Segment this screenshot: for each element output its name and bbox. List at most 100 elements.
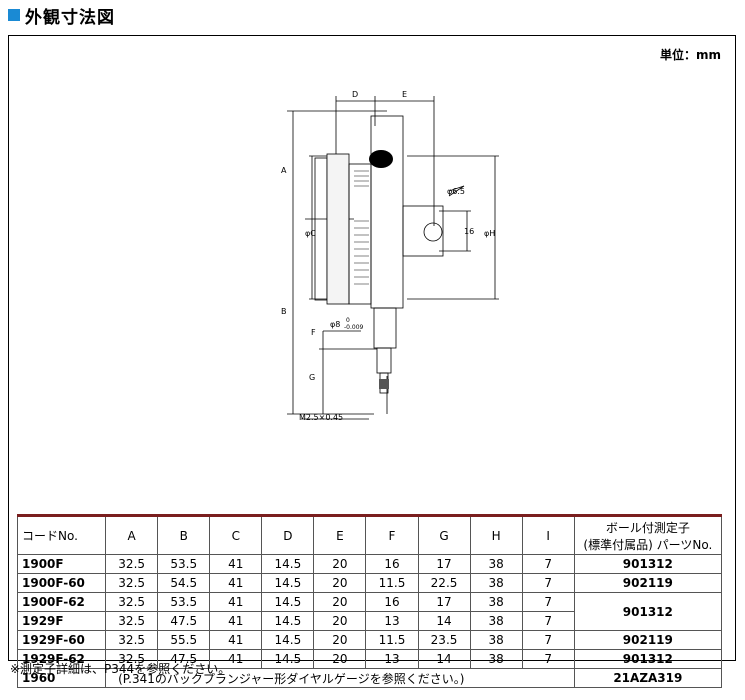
cell-e: 20 <box>313 649 367 669</box>
cell-d: 14.5 <box>261 554 315 574</box>
cell-part: 902119 <box>573 573 723 593</box>
dimension-drawing: D E A B φC φH φ6.5 16 φ8 0 -0.009 F G M2… <box>281 90 499 422</box>
cell-code: 1929F-60 <box>16 630 107 650</box>
cell-i: 7 <box>521 649 575 669</box>
header-i: I <box>521 515 575 555</box>
header-d: D <box>261 515 315 555</box>
cell-note: (P.341のバックプランジャー形ダイヤルゲージを参照ください。) <box>105 668 575 688</box>
cell-part: 901312 <box>573 649 723 669</box>
cell-d: 14.5 <box>261 649 315 669</box>
table-header-row: コードNo. A B C D E F G H I ボール付測定子 (標準付属品)… <box>16 515 723 555</box>
cell-a: 32.5 <box>105 592 159 612</box>
cell-a: 32.5 <box>105 573 159 593</box>
cell-d: 14.5 <box>261 573 315 593</box>
dim-label-d: D <box>352 90 358 99</box>
dimension-frame: 単位：mm <box>8 35 736 688</box>
cell-a: 32.5 <box>105 630 159 650</box>
cell-code: 1960 <box>16 668 107 688</box>
cell-e: 20 <box>313 630 367 650</box>
dim-label-phi65: φ6.5 <box>447 187 465 196</box>
cell-c: 41 <box>209 649 263 669</box>
cell-part: 21AZA319 <box>573 668 723 688</box>
cell-e: 20 <box>313 554 367 574</box>
dim-label-phi8: φ8 <box>330 320 340 329</box>
section-title: 外観寸法図 <box>25 7 115 28</box>
dim-label-16: 16 <box>464 227 474 236</box>
dim-label-e: E <box>402 90 407 99</box>
cell-h: 38 <box>469 630 523 650</box>
cell-i: 7 <box>521 573 575 593</box>
header-part: ボール付測定子 (標準付属品) パーツNo. <box>573 515 723 555</box>
cell-code: 1900F-60 <box>16 573 107 593</box>
dim-label-g: G <box>309 373 315 382</box>
cell-g: 22.5 <box>417 573 471 593</box>
cell-b: 53.5 <box>157 554 211 574</box>
cell-i: 7 <box>521 630 575 650</box>
cell-a: 32.5 <box>105 554 159 574</box>
cell-code: 1900F-62 <box>16 592 107 612</box>
header-code: コードNo. <box>16 515 107 555</box>
cell-c: 41 <box>209 611 263 631</box>
cell-code: 1929F-62 <box>16 649 107 669</box>
cell-c: 41 <box>209 573 263 593</box>
cell-d: 14.5 <box>261 592 315 612</box>
cell-f: 13 <box>365 611 419 631</box>
table-row: 1900F 32.5 53.5 41 14.5 20 16 17 38 7 90… <box>16 554 723 574</box>
section-header: 外観寸法図 <box>8 4 115 28</box>
table-row: 1900F-62 32.5 53.5 41 14.5 20 16 17 38 7… <box>16 592 723 631</box>
table-row: 1929F 32.5 47.5 41 14.5 20 13 14 38 7 <box>16 611 722 631</box>
header-g: G <box>417 515 471 555</box>
cell-f: 13 <box>365 649 419 669</box>
header-b: B <box>157 515 211 555</box>
dim-label-a: A <box>281 166 287 175</box>
cell-e: 20 <box>313 611 367 631</box>
cell-c: 41 <box>209 630 263 650</box>
cell-i: 7 <box>521 554 575 574</box>
dim-label-f: F <box>311 328 316 337</box>
cell-part: 901312 <box>573 554 723 574</box>
cell-code: 1900F <box>16 554 107 574</box>
cell-code: 1929F <box>16 611 107 631</box>
cell-f: 11.5 <box>365 573 419 593</box>
cell-b: 47.5 <box>157 611 211 631</box>
tolerance-upper: 0 <box>346 317 350 324</box>
cell-g: 17 <box>417 592 471 612</box>
cell-d: 14.5 <box>261 611 315 631</box>
cell-i: 7 <box>521 592 575 612</box>
cell-g: 23.5 <box>417 630 471 650</box>
header-part-line2: (標準付属品) パーツNo. <box>583 537 713 552</box>
cell-g: 14 <box>417 611 471 631</box>
cell-b: 55.5 <box>157 630 211 650</box>
cell-h: 38 <box>469 611 523 631</box>
dim-label-b: B <box>281 307 287 316</box>
header-f: F <box>365 515 419 555</box>
cell-h: 38 <box>469 554 523 574</box>
cell-h: 38 <box>469 592 523 612</box>
cell-f: 11.5 <box>365 630 419 650</box>
cell-b: 54.5 <box>157 573 211 593</box>
spec-table: コードNo. A B C D E F G H I ボール付測定子 (標準付属品)… <box>16 514 723 688</box>
footnote: ※測定子詳細は、P344を参照ください。 <box>10 662 231 676</box>
cell-c: 41 <box>209 592 263 612</box>
header-h: H <box>469 515 523 555</box>
cell-f: 16 <box>365 554 419 574</box>
tolerance-lower: -0.009 <box>344 324 364 331</box>
cell-c: 41 <box>209 554 263 574</box>
cell-e: 20 <box>313 592 367 612</box>
cell-h: 38 <box>469 649 523 669</box>
cell-g: 14 <box>417 649 471 669</box>
cell-i: 7 <box>521 611 575 631</box>
thread-label: M2.5×0.45 <box>299 413 343 422</box>
header-part-line1: ボール付測定子 <box>605 520 690 535</box>
header-a: A <box>105 515 159 555</box>
table-row: 1929F-60 32.5 55.5 41 14.5 20 11.5 23.5 … <box>16 630 723 650</box>
cell-h: 38 <box>469 573 523 593</box>
dim-label-phic: φC <box>305 229 316 238</box>
cell-a: 32.5 <box>105 611 159 631</box>
dim-label-phih: φH <box>484 229 495 238</box>
unit-label: 単位：mm <box>659 48 721 62</box>
header-e: E <box>313 515 367 555</box>
cell-part: 901312 <box>573 592 723 631</box>
cell-part: 902119 <box>573 630 723 650</box>
cell-g: 17 <box>417 554 471 574</box>
